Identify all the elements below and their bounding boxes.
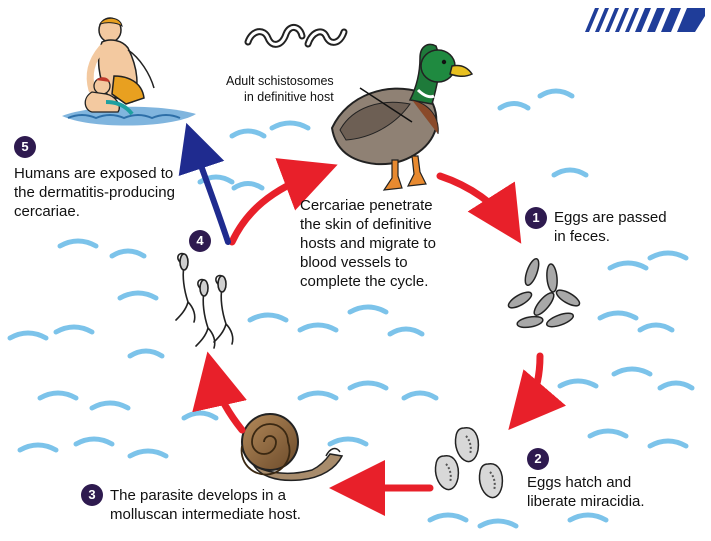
step-text-1: Eggs are passed in feces.	[554, 208, 667, 246]
miracidia-icon	[435, 428, 502, 498]
eggs-icon	[506, 257, 582, 329]
step-badge-3: 3	[81, 484, 103, 506]
worms-icon	[248, 27, 344, 44]
step-text-4: Cercariae penetrate the skin of definiti…	[300, 196, 436, 291]
step-badge-5: 5	[14, 136, 36, 158]
step-badge-2: 2	[527, 448, 549, 470]
cercariae-icon	[176, 254, 233, 348]
duck-icon	[332, 45, 472, 191]
adult-schistosomes-label: Adult schistosomes in definitive host	[226, 73, 334, 105]
step-text-2: Eggs hatch and liberate miracidia.	[527, 473, 645, 511]
step-badge-4: 4	[189, 230, 211, 252]
arrow-snail-to-cercariae	[212, 372, 242, 430]
swimmers-icon	[62, 18, 196, 126]
arrow-cercariae-to-humans	[192, 140, 228, 242]
step-text-5: Humans are exposed to the dermatitis-pro…	[14, 164, 175, 221]
logo-icon	[583, 8, 705, 32]
step-text-3: The parasite develops in a molluscan int…	[110, 486, 301, 524]
arrow-duck-to-eggs	[440, 176, 510, 226]
arrow-eggs-to-miracidia	[522, 356, 540, 414]
snail-icon	[242, 414, 342, 480]
step-badge-1: 1	[525, 207, 547, 229]
